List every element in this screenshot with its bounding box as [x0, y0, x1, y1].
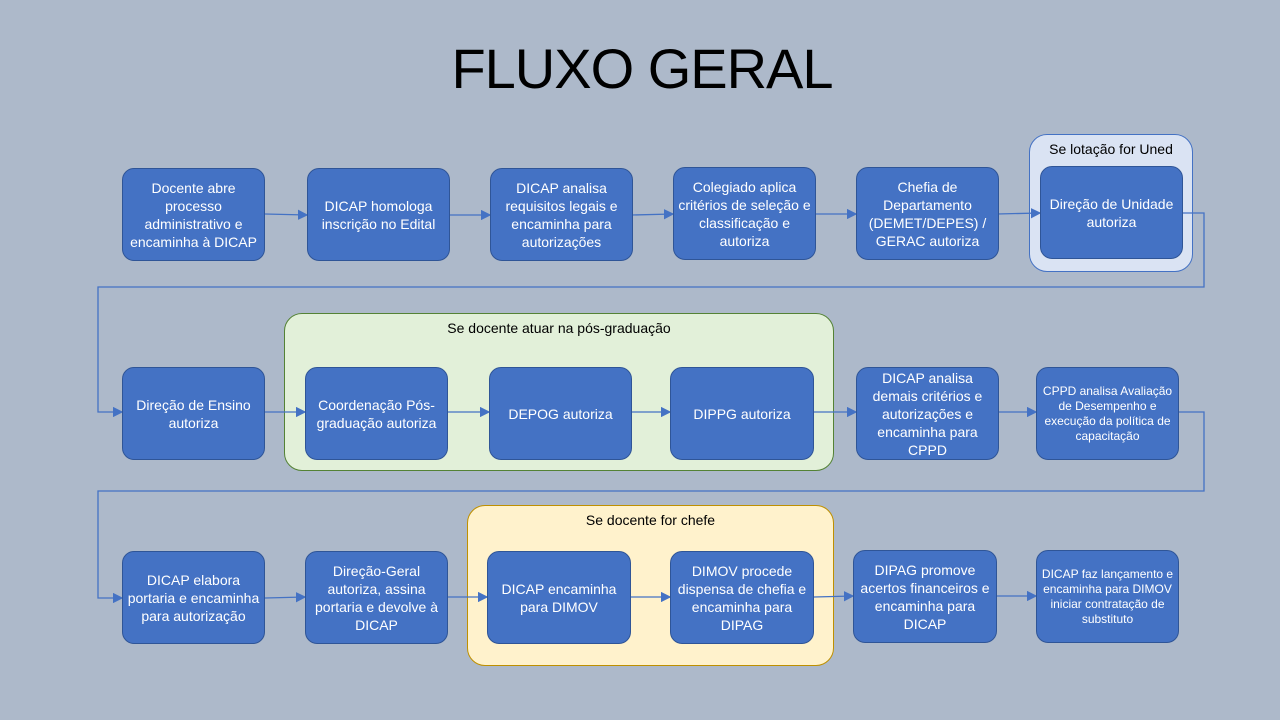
- arrow: [813, 591, 855, 602]
- step-depog: DEPOG autoriza: [489, 367, 632, 460]
- step-dicap-encaminha-dimov: DICAP encaminha para DIMOV: [487, 551, 631, 644]
- arrow: [631, 209, 675, 220]
- step-docente-abre-processo: Docente abre processo administrativo e e…: [122, 168, 265, 261]
- step-dimov-dispensa: DIMOV procede dispensa de chefia e encam…: [670, 551, 814, 644]
- group-pos-label: Se docente atuar na pós-graduação: [447, 320, 671, 336]
- step-dippg: DIPPG autoriza: [670, 367, 814, 460]
- group-uned-label: Se lotação for Uned: [1049, 141, 1173, 157]
- step-dicap-lancamento: DICAP faz lançamento e encaminha para DI…: [1036, 550, 1179, 643]
- step-chefia-departamento: Chefia de Departamento (DEMET/DEPES) / G…: [856, 167, 999, 260]
- step-colegiado: Colegiado aplica critérios de seleção e …: [673, 167, 816, 260]
- step-dicap-analisa-requisitos: DICAP analisa requisitos legais e encami…: [490, 168, 633, 261]
- step-dicap-elabora-portaria: DICAP elabora portaria e encaminha para …: [122, 551, 265, 644]
- arrow: [97, 411, 1205, 604]
- step-direcao-geral: Direção-Geral autoriza, assina portaria …: [305, 551, 448, 644]
- arrow: [996, 208, 1042, 219]
- arrow: [264, 209, 309, 220]
- step-cppd: CPPD analisa Avaliação de Desempenho e e…: [1036, 367, 1179, 460]
- step-dicap-homologa: DICAP homologa inscrição no Edital: [307, 168, 450, 261]
- step-coordenacao-pos: Coordenação Pós-graduação autoriza: [305, 367, 448, 460]
- step-direcao-ensino: Direção de Ensino autoriza: [122, 367, 265, 460]
- step-dicap-analisa-criterios: DICAP analisa demais critérios e autoriz…: [856, 367, 999, 460]
- group-chefe-label: Se docente for chefe: [585, 512, 716, 528]
- arrow: [97, 212, 1205, 418]
- step-dipag: DIPAG promove acertos financeiros e enca…: [853, 550, 997, 643]
- arrow: [264, 592, 307, 603]
- page-title: FLUXO GERAL: [451, 37, 833, 100]
- step-direcao-unidade: Direção de Unidade autoriza: [1040, 166, 1183, 259]
